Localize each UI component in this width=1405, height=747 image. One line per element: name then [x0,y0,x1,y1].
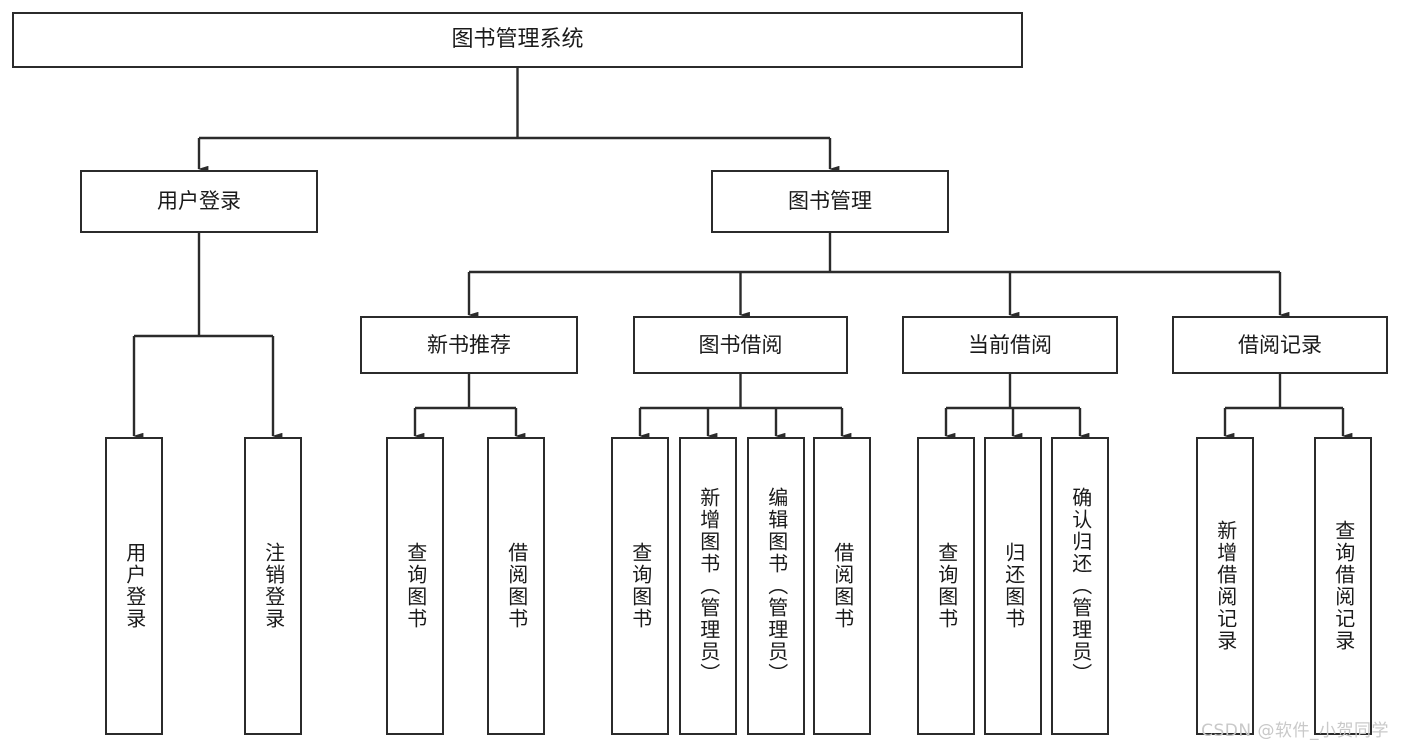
node-label: 查询图书 [934,542,959,630]
node-leaf-user-logout[interactable]: 注销登录 [244,437,302,735]
node-leaf-cur-confirm[interactable]: 确认归还（管理员） [1051,437,1109,735]
node-label: 确认归还（管理员） [1068,487,1093,685]
csdn-watermark: CSDN @软件_小贺同学 [1201,721,1389,741]
node-leaf-cur-query[interactable]: 查询图书 [917,437,975,735]
node-label: 新书推荐 [427,332,511,357]
node-book-borrow[interactable]: 图书借阅 [633,316,848,374]
node-label: 归还图书 [1001,542,1026,630]
node-label: 用户登录 [122,542,147,630]
node-leaf-borrow-lend[interactable]: 借阅图书 [813,437,871,735]
node-leaf-user-login[interactable]: 用户登录 [105,437,163,735]
node-user-login[interactable]: 用户登录 [80,170,318,233]
node-leaf-rec-add[interactable]: 新增借阅记录 [1196,437,1254,735]
node-label: 借阅图书 [504,542,529,630]
node-leaf-rec-borrow[interactable]: 借阅图书 [487,437,545,735]
node-book-manage[interactable]: 图书管理 [711,170,949,233]
node-leaf-rec-query[interactable]: 查询图书 [386,437,444,735]
node-label: 新增图书（管理员） [696,487,721,685]
node-label: 借阅图书 [830,542,855,630]
node-label: 编辑图书（管理员） [764,487,789,685]
node-root[interactable]: 图书管理系统 [12,12,1023,68]
node-leaf-borrow-add[interactable]: 新增图书（管理员） [679,437,737,735]
node-label: 借阅记录 [1238,332,1322,357]
node-label: 图书管理系统 [451,27,584,53]
node-label: 当前借阅 [968,332,1052,357]
node-label: 图书借阅 [698,332,783,357]
node-current-borrow[interactable]: 当前借阅 [902,316,1118,374]
node-new-book-rec[interactable]: 新书推荐 [360,316,578,374]
node-label: 查询图书 [403,542,428,630]
node-label: 图书管理 [788,189,872,214]
node-label: 新增借阅记录 [1213,520,1238,652]
node-leaf-borrow-query[interactable]: 查询图书 [611,437,669,735]
node-label: 用户登录 [157,189,241,214]
node-leaf-borrow-edit[interactable]: 编辑图书（管理员） [747,437,805,735]
node-borrow-record[interactable]: 借阅记录 [1172,316,1388,374]
node-leaf-cur-return[interactable]: 归还图书 [984,437,1042,735]
node-leaf-rec-search[interactable]: 查询借阅记录 [1314,437,1372,735]
node-label: 查询借阅记录 [1331,520,1356,652]
node-label: 注销登录 [261,542,286,630]
node-label: 查询图书 [628,542,653,630]
